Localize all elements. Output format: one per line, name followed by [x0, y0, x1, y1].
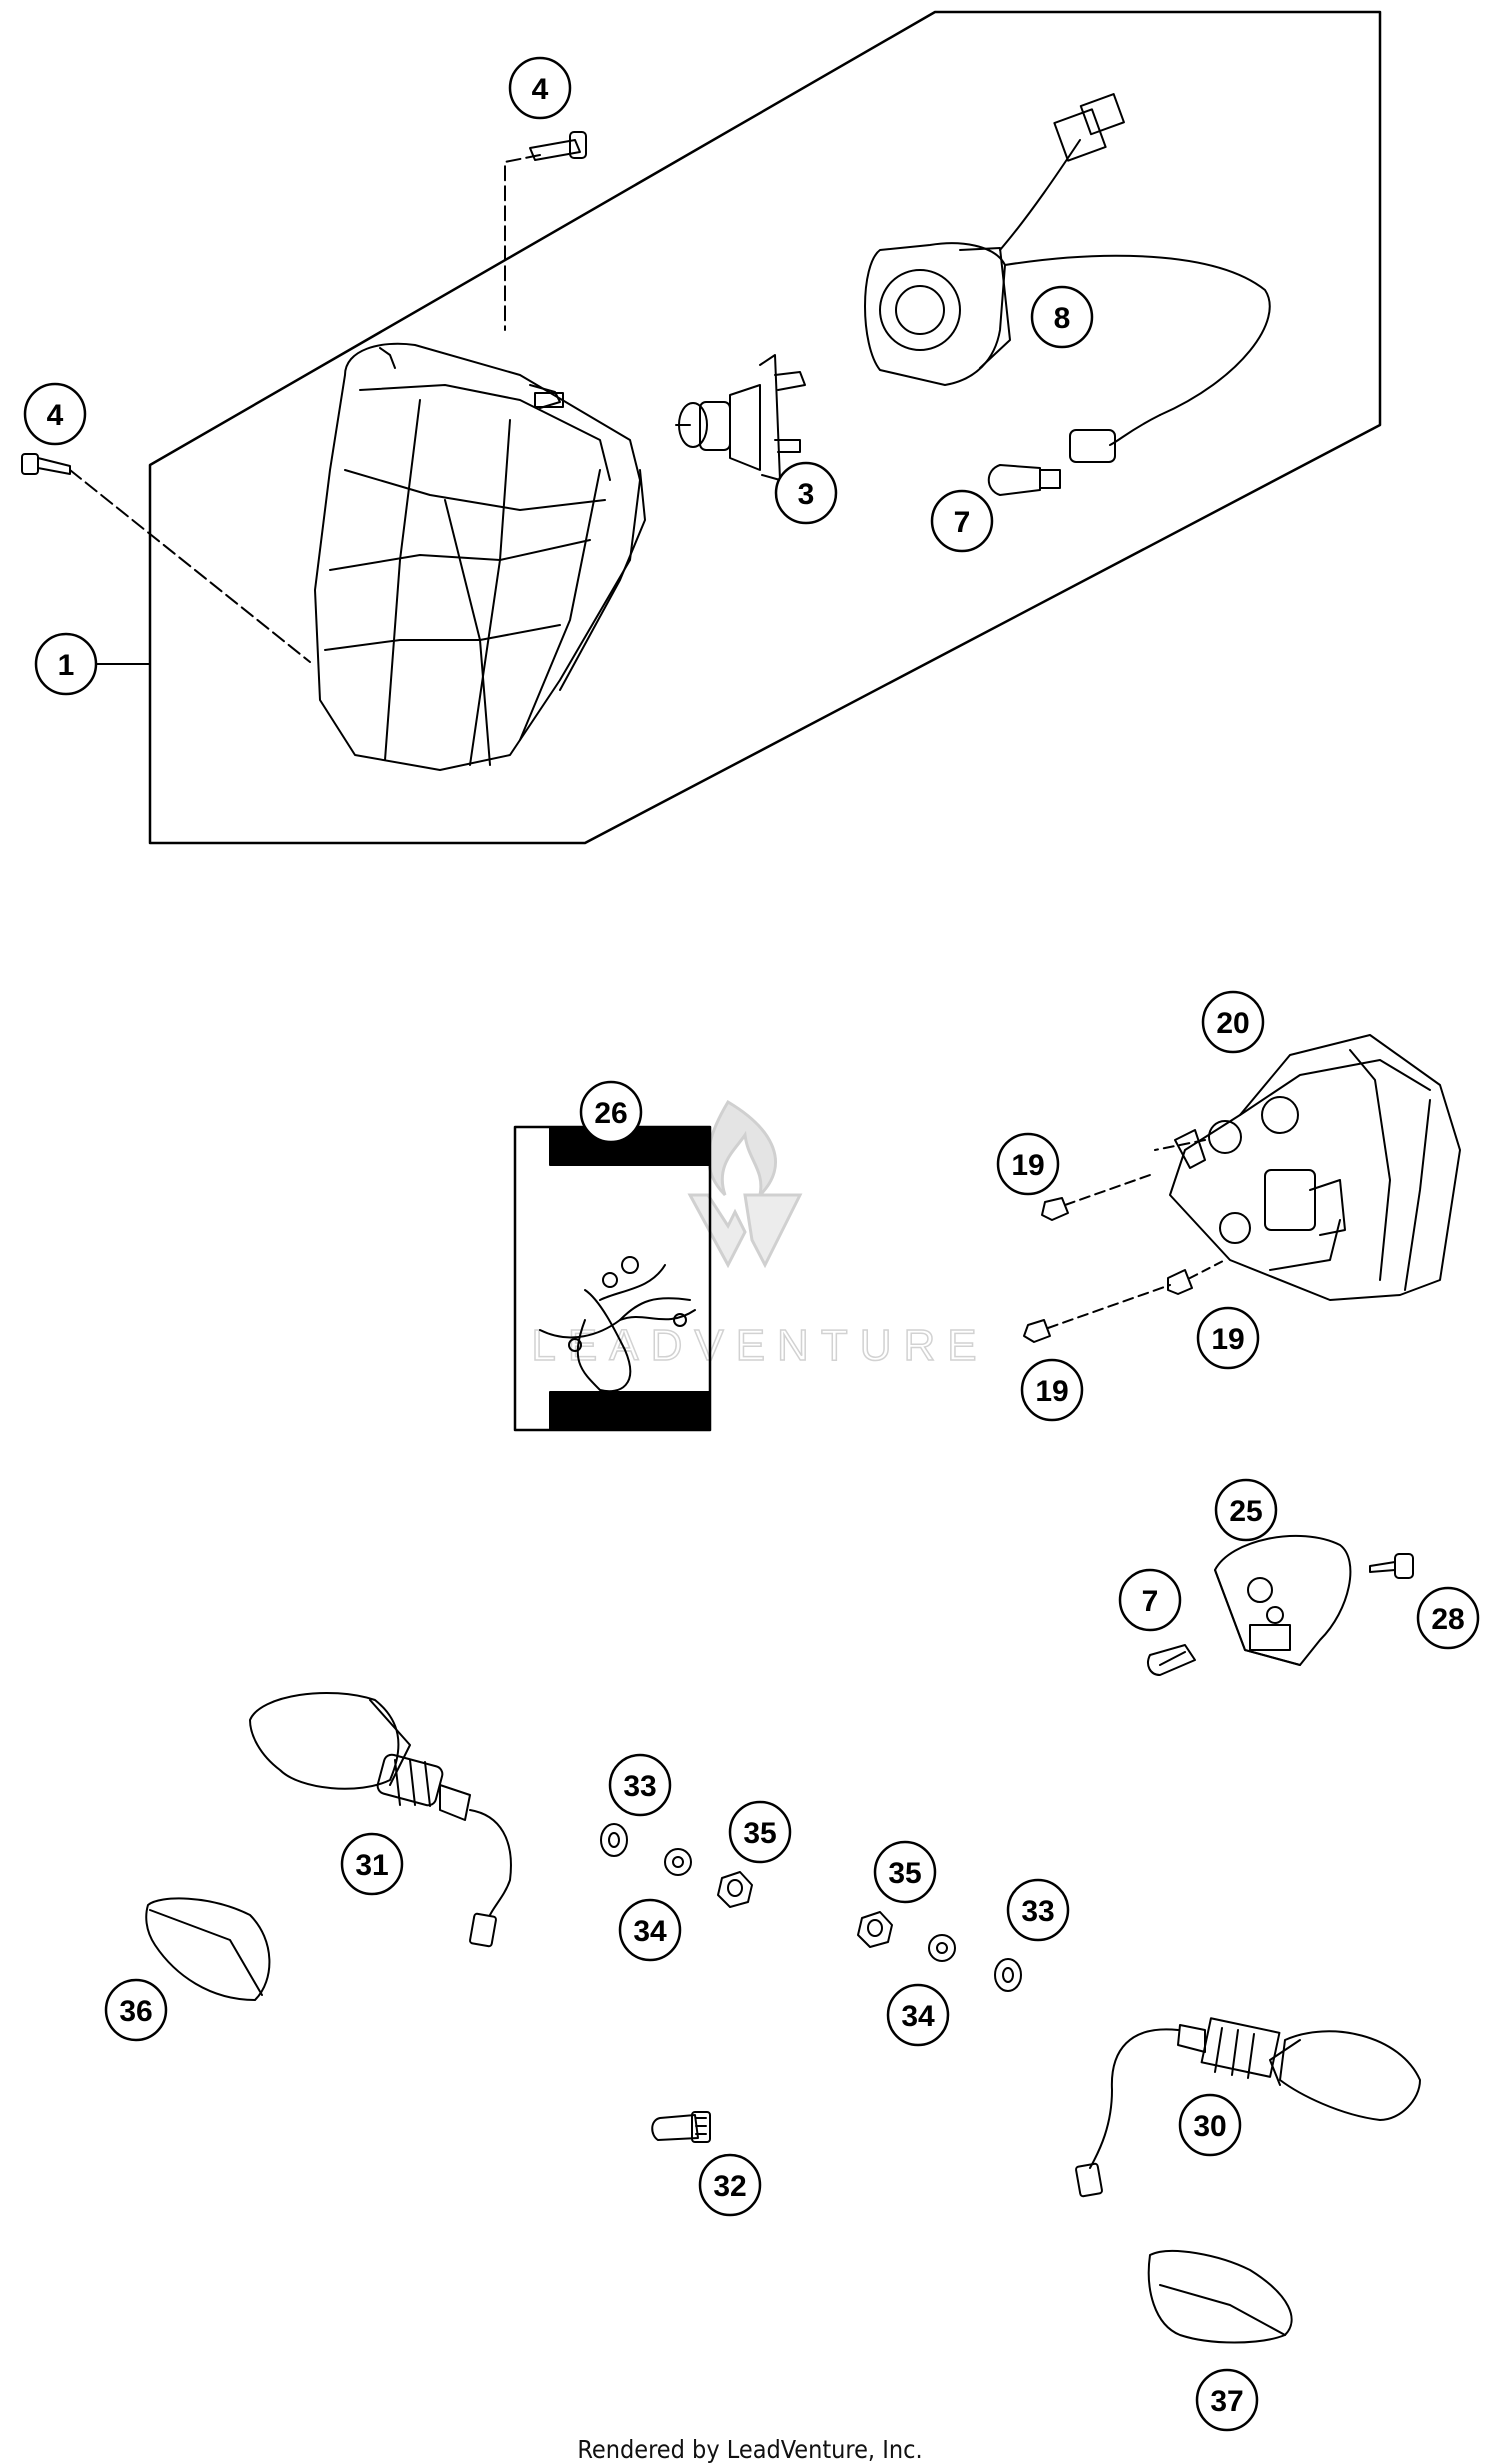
lens-right	[1147, 2249, 1293, 2344]
wiring-harness	[513, 1125, 712, 1432]
svg-text:34: 34	[633, 1915, 667, 1948]
headlight-bulb	[675, 354, 806, 481]
svg-text:37: 37	[1210, 2385, 1243, 2418]
footer-credit: Rendered by LeadVenture, Inc.	[577, 2435, 923, 2464]
turn-signal-left	[249, 1691, 512, 1948]
svg-text:34: 34	[901, 2000, 935, 2033]
svg-text:19: 19	[1035, 1375, 1068, 1408]
washer-34-right	[928, 1934, 956, 1962]
svg-text:20: 20	[1216, 1007, 1249, 1040]
tail-light-bolts	[1023, 1174, 1226, 1343]
svg-text:31: 31	[355, 1849, 388, 1882]
svg-text:35: 35	[888, 1857, 921, 1890]
svg-text:1: 1	[58, 649, 75, 682]
callout-37: 37	[1195, 2368, 1259, 2432]
callout-7-top: 7	[930, 489, 994, 553]
callout-32: 32	[698, 2153, 762, 2217]
callout-8: 8	[1030, 285, 1094, 349]
callout-19-c: 19	[1020, 1358, 1084, 1422]
svg-text:28: 28	[1431, 1603, 1464, 1636]
callout-19-a: 19	[996, 1132, 1060, 1196]
turn-signal-right	[1075, 2017, 1421, 2198]
svg-text:8: 8	[1054, 302, 1071, 335]
lens-left	[145, 1897, 271, 2001]
callout-33-right: 33	[1006, 1878, 1070, 1942]
callout-31: 31	[340, 1832, 404, 1896]
callout-35-left: 35	[728, 1800, 792, 1864]
license-plate-light	[1214, 1534, 1352, 1666]
callouts: 4 4 1 3 8 7 26 20	[23, 56, 1480, 2432]
svg-text:19: 19	[1211, 1323, 1244, 1356]
callout-3: 3	[774, 461, 838, 525]
svg-text:7: 7	[1142, 1585, 1159, 1618]
svg-text:32: 32	[713, 2170, 746, 2203]
tail-light	[1154, 1034, 1461, 1301]
signal-bulb	[651, 2111, 711, 2143]
bolt-left	[21, 453, 311, 663]
svg-text:4: 4	[47, 399, 64, 432]
screw	[1369, 1553, 1414, 1579]
svg-text:33: 33	[1021, 1895, 1054, 1928]
headlight-housing	[314, 342, 646, 771]
callout-25: 25	[1214, 1478, 1278, 1542]
washer-34-left	[664, 1848, 692, 1876]
callout-28: 28	[1416, 1586, 1480, 1650]
callout-33-left: 33	[608, 1753, 672, 1817]
callout-4-left: 4	[23, 382, 87, 446]
svg-text:25: 25	[1229, 1495, 1262, 1528]
callout-1: 1	[34, 632, 98, 696]
svg-text:3: 3	[798, 478, 815, 511]
leadventure-logo-icon	[687, 1099, 803, 1269]
callout-30: 30	[1178, 2093, 1242, 2157]
callout-4-top: 4	[508, 56, 572, 120]
nut-35-right	[857, 1911, 893, 1948]
small-bulb-top	[987, 464, 1061, 496]
watermark-text: LEADVENTURE	[531, 1321, 988, 1370]
svg-text:33: 33	[623, 1770, 656, 1803]
svg-text:7: 7	[954, 506, 971, 539]
bolt-top	[504, 131, 587, 331]
callout-20: 20	[1201, 990, 1265, 1054]
svg-text:36: 36	[119, 1995, 152, 2028]
svg-text:19: 19	[1011, 1149, 1044, 1182]
callout-26: 26	[579, 1080, 643, 1144]
callout-34-right: 34	[886, 1983, 950, 2047]
svg-text:35: 35	[743, 1817, 776, 1850]
callout-19-b: 19	[1196, 1306, 1260, 1370]
callout-34-left: 34	[618, 1898, 682, 1962]
svg-text:30: 30	[1193, 2110, 1226, 2143]
headlight-assembly-box	[148, 10, 1382, 845]
bulb-socket	[864, 93, 1271, 463]
callout-35-right: 35	[873, 1840, 937, 1904]
small-bulb-lower	[1147, 1644, 1196, 1676]
nut-35-left	[717, 1871, 753, 1908]
callout-7-lower: 7	[1118, 1568, 1182, 1632]
callout-36: 36	[104, 1978, 168, 2042]
washer-33-right	[994, 1958, 1022, 1992]
svg-text:26: 26	[594, 1097, 627, 1130]
washer-33-left	[600, 1823, 628, 1857]
svg-text:4: 4	[532, 73, 549, 106]
